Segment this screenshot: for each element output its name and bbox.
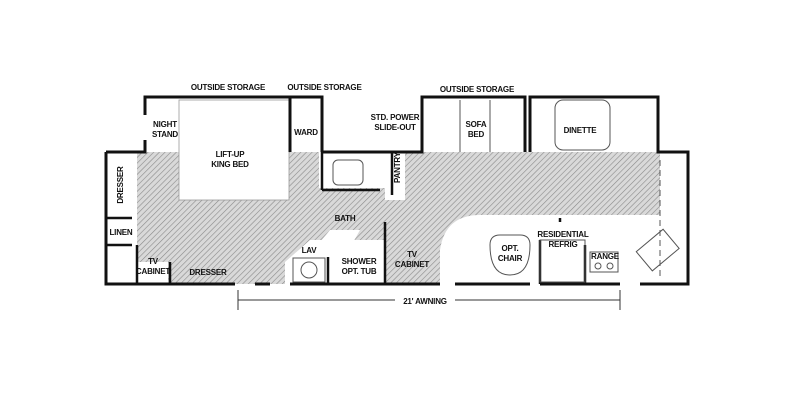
label-king-bed: LIFT-UP KING BED (211, 150, 249, 169)
label-range: RANGE (591, 252, 619, 261)
label-residential-refrig: RESIDENTIAL REFRIG (537, 230, 589, 249)
label-outside-storage-1: OUTSIDE STORAGE (190, 83, 266, 92)
label-shower: SHOWER OPT. TUB (341, 257, 377, 276)
label-opt-chair: OPT. CHAIR (497, 244, 523, 263)
label-outside-storage-3: OUTSIDE STORAGE (439, 85, 515, 94)
label-linen: LINEN (109, 228, 133, 237)
label-pantry: PANTRY (393, 152, 402, 183)
label-awning: 21' AWNING (395, 297, 455, 307)
label-outside-storage-2: OUTSIDE STORAGE (287, 83, 362, 92)
label-dresser-bottom: DRESSER (189, 268, 227, 277)
label-sofa-bed: SOFA BED (465, 120, 487, 139)
label-night-stand: NIGHT STAND (152, 120, 178, 139)
label-tv-cabinet-1: TV CABINET (135, 257, 171, 276)
label-bath: BATH (334, 214, 356, 223)
label-dinette: DINETTE (563, 126, 597, 135)
label-lav: LAV (301, 246, 317, 255)
label-tv-cabinet-2: TV CABINET (394, 250, 430, 269)
label-ward: WARD (294, 128, 318, 137)
label-slide-out: STD. POWER SLIDE-OUT (370, 113, 420, 132)
label-dresser-side: DRESSER (116, 166, 125, 204)
